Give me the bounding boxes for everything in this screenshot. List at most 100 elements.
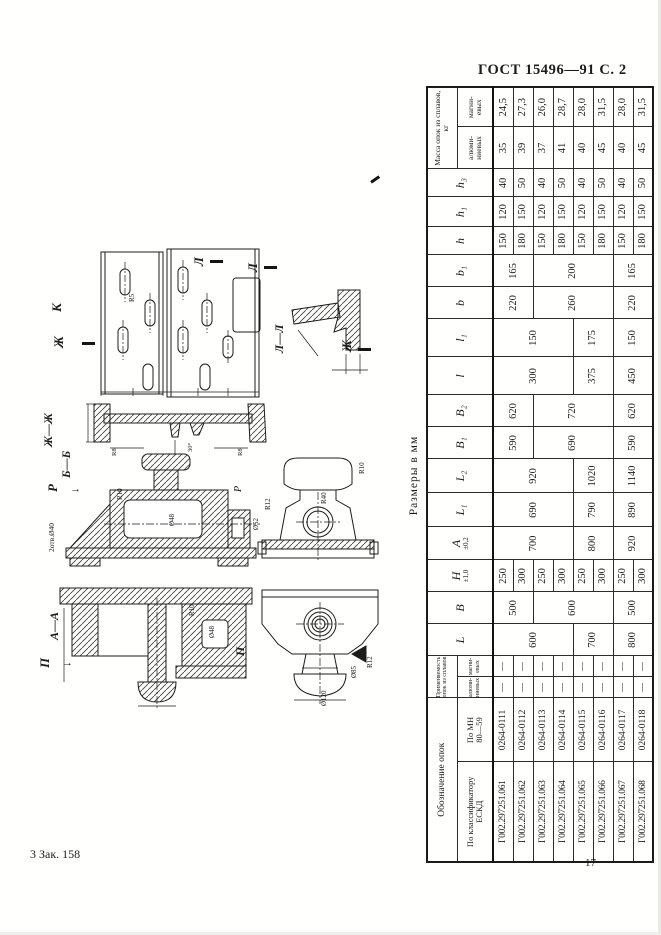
- cell-mass-magn: 31,5: [633, 86, 653, 127]
- vent-slots: [117, 266, 234, 391]
- cell-B1: 590: [613, 426, 653, 459]
- cell-L: 700: [573, 623, 613, 656]
- stray-mark: [370, 175, 380, 184]
- cell-mass-alum: 39: [513, 126, 533, 169]
- page-title: ГОСТ 15496—91 С. 2: [478, 62, 627, 78]
- cell-mass-magn: 28,7: [553, 86, 573, 127]
- dim-label-r10: R10: [188, 604, 196, 616]
- cell-h: 180: [593, 226, 613, 255]
- cell-h1: 120: [613, 196, 633, 227]
- cell-app-alum: —: [633, 676, 653, 698]
- cell-H: 300: [553, 559, 573, 592]
- cell-eskd: Г002.297251.067: [613, 762, 633, 862]
- cell-app-magn: —: [593, 655, 613, 677]
- cell-app-magn: —: [493, 655, 513, 677]
- group-designation: Обозначение опок: [427, 697, 457, 862]
- dim-label-r12: R12: [264, 498, 272, 510]
- dim-label-d120: Ø120: [320, 690, 328, 706]
- cell-b1: 165: [613, 254, 653, 287]
- cell-eskd: Г002.297251.066: [593, 762, 613, 862]
- dim-label-r8-left: R8: [111, 448, 118, 456]
- subheader-applicability-alum: алюми- ниевых: [457, 676, 493, 698]
- dim-label-r40: R40: [320, 492, 328, 504]
- dimension-lines: [86, 403, 248, 454]
- dim-header-l: l: [427, 356, 493, 395]
- center-lines: [122, 260, 229, 364]
- cell-B: 600: [533, 591, 613, 624]
- cell-h3: 50: [513, 168, 533, 197]
- cell-mass-alum: 40: [613, 126, 633, 169]
- cell-H: 250: [533, 559, 553, 592]
- cell-mn: 0264-0112: [513, 697, 533, 762]
- cell-app-magn: —: [633, 655, 653, 677]
- dim-header-h₁: h₁: [427, 196, 493, 227]
- cell-h1: 150: [633, 196, 653, 227]
- cell-b: 220: [613, 286, 653, 319]
- cell-h1: 120: [493, 196, 513, 227]
- cell-h3: 50: [593, 168, 613, 197]
- cell-eskd: Г002.297251.068: [633, 762, 653, 862]
- dim-label-r10: R10: [116, 488, 124, 500]
- dim-header-b₁: b₁: [427, 254, 493, 287]
- cell-H: 300: [513, 559, 533, 592]
- cell-mass-alum: 45: [593, 126, 613, 169]
- dim-label-30deg: 30°: [187, 443, 194, 453]
- subheader-mass-magn: магни- евых: [457, 86, 493, 127]
- drawing-view-r: R10 R12 R40: [257, 457, 379, 560]
- view-label-k: К: [49, 303, 64, 312]
- subheader-applicability-magn: магни- евых: [457, 655, 493, 677]
- cell-l: 450: [613, 356, 653, 395]
- cell-mass-magn: 28,0: [573, 86, 593, 127]
- cell-mass-alum: 35: [493, 126, 513, 169]
- dim-tolerance: ±1,0: [461, 569, 470, 583]
- cell-B1: 590: [493, 426, 533, 459]
- cell-L: 800: [613, 623, 653, 656]
- section-label-ll: Л—Л: [272, 324, 286, 353]
- cell-H: 250: [493, 559, 513, 592]
- cell-h: 180: [633, 226, 653, 255]
- cell-mass-alum: 41: [553, 126, 573, 169]
- section-tick: [358, 348, 371, 351]
- cell-mn: 0264-0116: [593, 697, 613, 762]
- cell-b: 260: [533, 286, 613, 319]
- cell-L2: 1020: [573, 458, 613, 493]
- drawing-plan-view: R5: [100, 248, 261, 398]
- dim-label-d85: Ø85: [350, 665, 358, 678]
- dim-header-B₁: B₁: [427, 426, 493, 459]
- cell-h: 180: [553, 226, 573, 255]
- cell-mn: 0264-0113: [533, 697, 553, 762]
- cell-H: 300: [633, 559, 653, 592]
- plan-outline: R5: [100, 248, 261, 398]
- cell-app-magn: —: [513, 655, 533, 677]
- cell-h3: 40: [493, 168, 513, 197]
- dim-header-l₁: l₁: [427, 318, 493, 357]
- drawing-section-zhzh: R8 30° R8: [86, 403, 267, 456]
- cell-mass-magn: 26,0: [533, 86, 553, 127]
- dim-header-B₂: B₂: [427, 394, 493, 427]
- cell-H: 300: [593, 559, 613, 592]
- dim-header-L₁: L₁: [427, 492, 493, 527]
- cell-mn: 0264-0118: [633, 697, 653, 762]
- section-mark-l-1: Л: [191, 257, 206, 266]
- cell-L1: 690: [493, 492, 573, 527]
- section-mark-zh-right: Ж: [339, 340, 354, 352]
- cell-app-alum: —: [573, 676, 593, 698]
- section-tick: [210, 260, 223, 263]
- section-tick: [82, 342, 95, 345]
- footer-imprint: 3 Зак. 158: [30, 847, 81, 861]
- view-mark-p-left: П: [37, 657, 52, 668]
- dim-symbol: h: [452, 237, 467, 244]
- view-mark-r: Р: [45, 484, 60, 492]
- dim-symbol: l₁: [452, 334, 467, 342]
- section-mark-zh-left: Ж: [51, 336, 66, 348]
- cell-b: 220: [493, 286, 533, 319]
- dim-symbol: L₁: [452, 504, 467, 516]
- cell-h1: 150: [513, 196, 533, 227]
- cell-eskd: Г002.297251.062: [513, 762, 533, 862]
- dim-symbol: B₂: [452, 405, 467, 417]
- subheader-mn: По МН 80—59: [457, 697, 493, 762]
